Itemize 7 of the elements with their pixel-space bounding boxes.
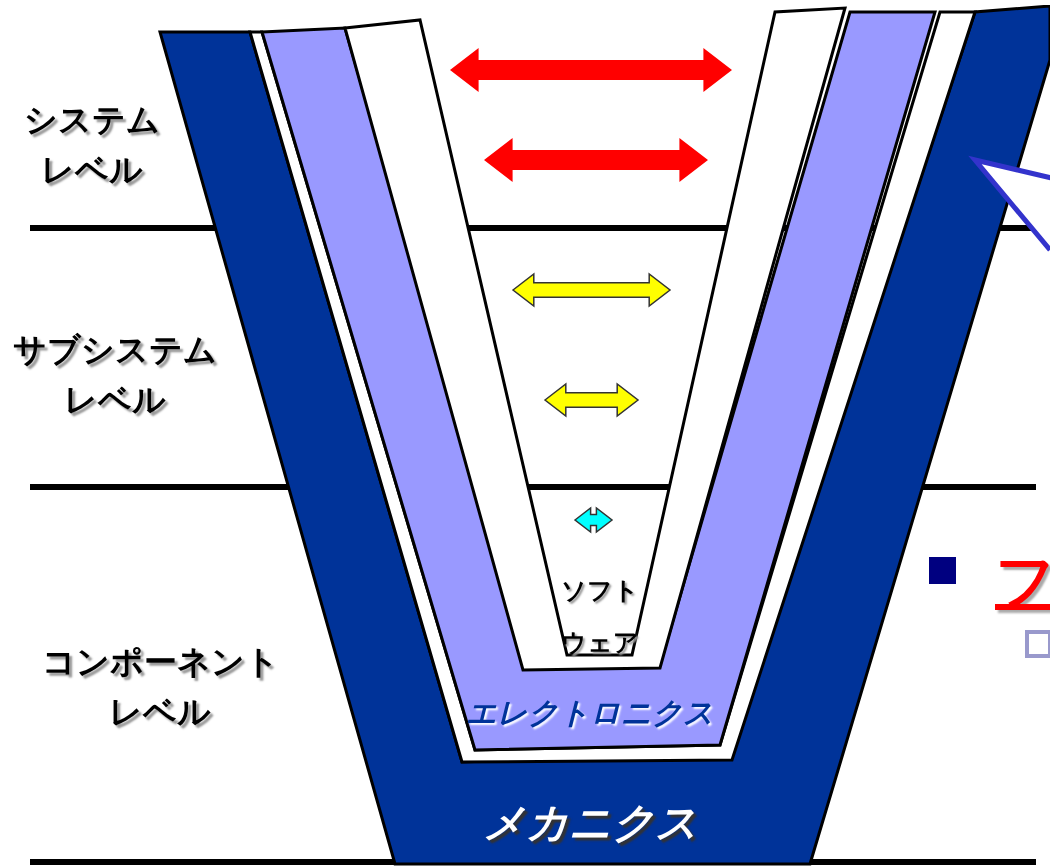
level-label: サブシステムレベル xyxy=(12,329,218,421)
heading-text: フ xyxy=(995,545,1050,615)
band-label: エレクトロニクス xyxy=(466,694,714,732)
level-label: コンポーネントレベル xyxy=(40,641,280,733)
v-model-band xyxy=(340,5,850,675)
band-label: メカニクス xyxy=(482,797,698,849)
level-label: システムレベル xyxy=(23,99,161,191)
